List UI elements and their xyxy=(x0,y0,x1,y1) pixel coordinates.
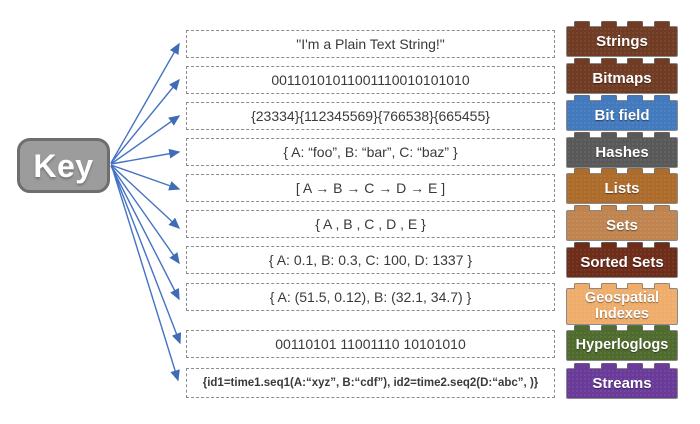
brick-sorted-sets: Sorted Sets xyxy=(566,242,678,278)
value-box-streams: {id1=time1.seq1(A:“xyz”, B:“cdf”), id2=t… xyxy=(186,368,555,398)
arrow-to-bitfield xyxy=(110,115,181,165)
arrow-to-streams xyxy=(111,166,180,382)
lego-studs xyxy=(574,283,670,289)
value-box-geospatial: { A: (51.5, 0.12), B: (32.1, 34.7) } xyxy=(186,283,555,311)
brick-label: Bit field xyxy=(594,106,650,124)
arrow-to-hyperloglogs xyxy=(111,166,182,345)
lego-studs xyxy=(574,242,670,248)
arrow-to-lists xyxy=(110,164,181,191)
brick-bitfield: Bit field xyxy=(566,95,678,131)
lego-studs xyxy=(574,325,670,331)
brick-hashes: Hashes xyxy=(566,132,678,168)
arrow-to-sets xyxy=(110,164,181,229)
lego-studs xyxy=(574,363,670,369)
value-text: "I'm a Plain Text String!" xyxy=(296,36,445,52)
lego-studs xyxy=(574,168,670,174)
value-box-sorted-sets: { A: 0.1, B: 0.3, C: 100, D: 1337 } xyxy=(186,246,555,274)
brick-sets: Sets xyxy=(566,205,678,241)
arrow-to-strings xyxy=(110,42,180,164)
value-text: { A: (51.5, 0.12), B: (32.1, 34.7) } xyxy=(269,289,472,305)
value-text: { A , B , C , D , E } xyxy=(315,216,426,232)
brick-geospatial: Geospatial Indexes xyxy=(566,283,678,325)
brick-label: Bitmaps xyxy=(592,69,652,87)
brick-label: Geospatial Indexes xyxy=(584,290,660,322)
brick-label: Streams xyxy=(592,374,652,392)
type-bricks-column: Strings Bitmaps Bit field Hashes Lists S… xyxy=(566,0,678,424)
value-text: {23334}{112345569}{766538}{665455} xyxy=(251,108,490,124)
lego-studs xyxy=(574,132,670,138)
value-box-bitfield: {23334}{112345569}{766538}{665455} xyxy=(186,102,555,130)
arrow-to-sorted-sets xyxy=(110,165,180,265)
brick-label: Sorted Sets xyxy=(580,253,664,271)
value-box-strings: "I'm a Plain Text String!" xyxy=(186,30,555,58)
key-node-label: Key xyxy=(33,147,94,184)
key-node: Key xyxy=(17,138,110,193)
lego-studs xyxy=(574,58,670,64)
value-box-sets: { A , B , C , D , E } xyxy=(186,210,555,238)
brick-streams: Streams xyxy=(566,363,678,399)
value-box-lists: [ A → B → C → D → E ] xyxy=(186,174,555,202)
arrow-to-geospatial xyxy=(110,165,180,301)
value-text: 00110101 11001110 10101010 xyxy=(275,336,466,352)
arrow-to-hashes xyxy=(110,148,181,165)
value-box-hashes: { A: “foo”, B: “bar”, C: “baz” } xyxy=(186,138,555,166)
brick-lists: Lists xyxy=(566,168,678,204)
value-text: { A: 0.1, B: 0.3, C: 100, D: 1337 } xyxy=(268,252,473,268)
arrow-to-bitmaps xyxy=(110,78,180,164)
value-box-hyperloglogs: 00110101 11001110 10101010 xyxy=(186,330,555,358)
lego-studs xyxy=(574,95,670,101)
brick-strings: Strings xyxy=(566,21,678,57)
value-text: { A: “foo”, B: “bar”, C: “baz” } xyxy=(283,144,458,160)
brick-hyperloglogs: Hyperloglogs xyxy=(566,325,678,361)
brick-label: Lists xyxy=(604,179,640,197)
brick-bitmaps: Bitmaps xyxy=(566,58,678,94)
value-boxes-column: "I'm a Plain Text String!" 0011010101100… xyxy=(186,0,555,424)
value-text: 00110101011001110010101010 xyxy=(271,72,470,88)
lego-studs xyxy=(574,21,670,27)
lego-studs xyxy=(574,205,670,211)
brick-label: Sets xyxy=(606,216,638,234)
brick-label: Strings xyxy=(596,32,648,50)
value-text: {id1=time1.seq1(A:“xyz”, B:“cdf”), id2=t… xyxy=(202,377,539,389)
value-box-bitmaps: 00110101011001110010101010 xyxy=(186,66,555,94)
brick-label: Hashes xyxy=(595,143,649,161)
value-text: [ A → B → C → D → E ] xyxy=(295,180,446,196)
brick-label: Hyperloglogs xyxy=(575,336,669,353)
